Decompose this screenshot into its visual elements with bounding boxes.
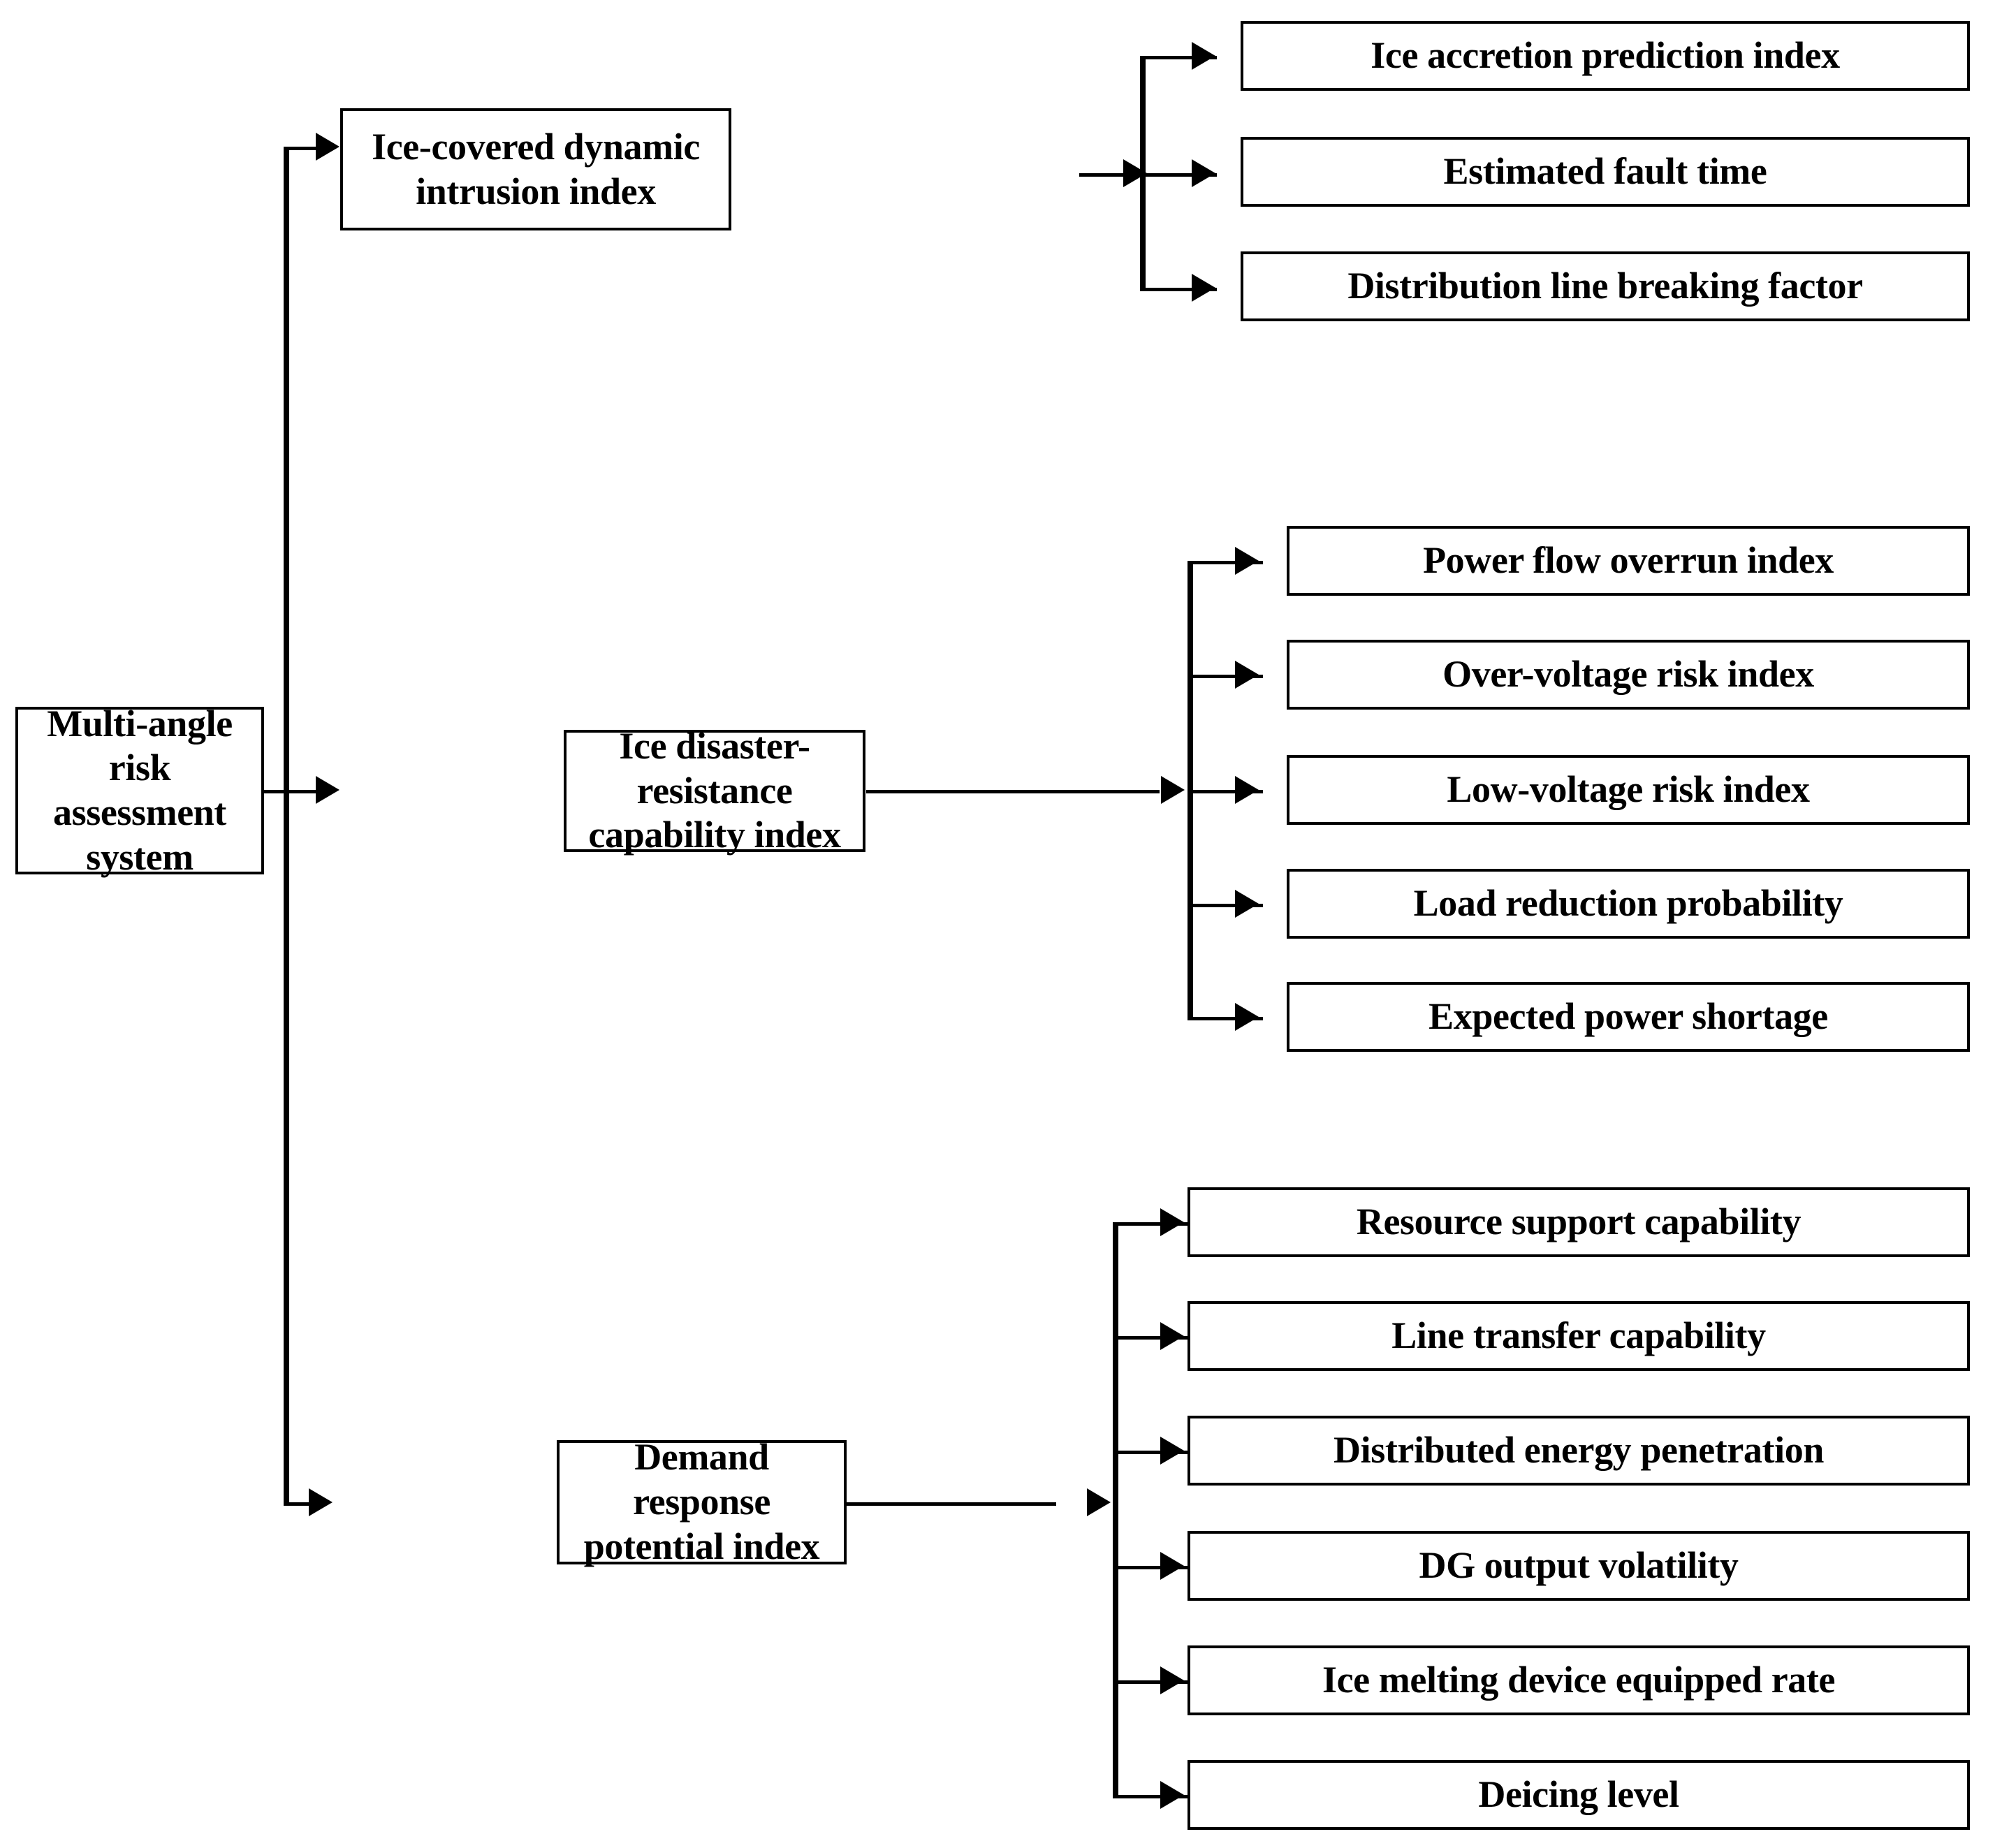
connector-branch-3-leaf-5: [1113, 1680, 1188, 1684]
connector-branch-1-leaf-2: [1140, 173, 1217, 177]
connector-branch-2-bus: [1188, 561, 1193, 1018]
node-root-label: Multi-angle risk assessment system: [47, 702, 233, 878]
node-b3-leaf-3-label: Distributed energy penetration: [1333, 1429, 1824, 1472]
connector-branch-3-leaf-4: [1113, 1566, 1188, 1569]
node-b3-leaf-1-label: Resource support capability: [1356, 1201, 1802, 1243]
connector-branch-1-stem: [1079, 173, 1156, 177]
node-b2-leaf-4-label: Load reduction probability: [1413, 882, 1843, 925]
connector-branch-3-bus: [1113, 1222, 1118, 1798]
node-b3-leaf-4-label: DG output volatility: [1419, 1544, 1739, 1587]
connector-branch-3-leaf-3: [1113, 1451, 1188, 1454]
node-b1-leaf-2-label: Estimated fault time: [1443, 150, 1767, 193]
arrowhead-branch-1: [316, 133, 339, 161]
connector-main-trunk: [284, 148, 289, 1506]
node-branch-3[interactable]: Demand response potential index: [557, 1436, 847, 1567]
node-b3-leaf-1[interactable]: Resource support capability: [1188, 1187, 1970, 1257]
node-b1-leaf-2[interactable]: Estimated fault time: [1241, 137, 1970, 207]
arrowhead-b3-leaf-2: [1160, 1322, 1184, 1350]
node-b2-leaf-1[interactable]: Power flow overrun index: [1287, 526, 1970, 596]
node-b1-leaf-1[interactable]: Ice accretion prediction index: [1241, 21, 1970, 91]
arrowhead-branch-3: [309, 1488, 332, 1516]
node-root[interactable]: Multi-angle risk assessment system: [15, 703, 264, 878]
connector-trunk-to-branch-2: [284, 790, 327, 793]
node-b2-leaf-1-label: Power flow overrun index: [1423, 539, 1834, 582]
arrowhead-branch-3-hub: [1087, 1488, 1111, 1516]
node-b1-leaf-3[interactable]: Distribution line breaking factor: [1241, 251, 1970, 321]
arrowhead-b3-leaf-4: [1160, 1552, 1184, 1580]
node-b1-leaf-1-label: Ice accretion prediction index: [1371, 34, 1840, 77]
node-b3-leaf-2-label: Line transfer capability: [1391, 1314, 1766, 1357]
node-b3-leaf-6[interactable]: Deicing level: [1188, 1760, 1970, 1830]
node-branch-1[interactable]: Ice-covered dynamic intrusion index: [340, 108, 731, 230]
arrowhead-b3-leaf-1: [1160, 1208, 1184, 1236]
node-b2-leaf-2[interactable]: Over-voltage risk index: [1287, 640, 1970, 710]
connector-branch-2-leaf-1: [1188, 561, 1263, 564]
node-branch-1-label: Ice-covered dynamic intrusion index: [372, 125, 700, 212]
arrowhead-b1-leaf-2: [1192, 159, 1215, 187]
node-branch-2[interactable]: Ice disaster-resistance capability index: [564, 725, 865, 856]
node-b1-leaf-3-label: Distribution line breaking factor: [1347, 265, 1863, 307]
node-b3-leaf-2[interactable]: Line transfer capability: [1188, 1301, 1970, 1371]
arrowhead-b2-leaf-3: [1235, 776, 1259, 804]
node-b2-leaf-5-label: Expected power shortage: [1428, 995, 1828, 1038]
connector-trunk-to-branch-3: [284, 1502, 320, 1506]
arrowhead-b2-leaf-5: [1235, 1003, 1259, 1031]
connector-branch-3-leaf-6: [1113, 1795, 1188, 1798]
connector-branch-2-leaf-3: [1188, 790, 1263, 793]
arrowhead-b3-leaf-6: [1160, 1781, 1184, 1809]
node-b3-leaf-4[interactable]: DG output volatility: [1188, 1531, 1970, 1601]
node-branch-3-label: Demand response potential index: [583, 1436, 820, 1567]
node-b2-leaf-2-label: Over-voltage risk index: [1442, 653, 1814, 696]
node-b3-leaf-5[interactable]: Ice melting device equipped rate: [1188, 1645, 1970, 1715]
arrowhead-b2-leaf-1: [1235, 547, 1259, 575]
node-b3-leaf-5-label: Ice melting device equipped rate: [1322, 1659, 1836, 1701]
node-b3-leaf-3[interactable]: Distributed energy penetration: [1188, 1416, 1970, 1486]
node-b3-leaf-6-label: Deicing level: [1478, 1773, 1679, 1816]
arrowhead-branch-2: [316, 776, 339, 804]
arrowhead-b2-leaf-4: [1235, 890, 1259, 918]
connector-branch-2-leaf-4: [1188, 904, 1263, 907]
node-b2-leaf-3[interactable]: Low-voltage risk index: [1287, 755, 1970, 825]
connector-branch-2-leaf-2: [1188, 675, 1263, 678]
connector-root-to-trunk: [264, 790, 288, 793]
node-branch-2-label: Ice disaster-resistance capability index: [588, 724, 841, 856]
connector-branch-3-stem: [847, 1502, 1056, 1506]
arrowhead-b3-leaf-5: [1160, 1666, 1184, 1694]
connector-trunk-to-branch-1: [284, 147, 327, 150]
arrowhead-b1-leaf-3: [1192, 274, 1215, 302]
connector-branch-1-leaf-1: [1140, 56, 1217, 59]
connector-branch-2-leaf-5: [1188, 1017, 1263, 1020]
node-b2-leaf-3-label: Low-voltage risk index: [1447, 768, 1810, 811]
node-b2-leaf-4[interactable]: Load reduction probability: [1287, 869, 1970, 939]
arrowhead-branch-2-hub: [1161, 776, 1185, 804]
arrowhead-b2-leaf-2: [1235, 661, 1259, 689]
arrowhead-b3-leaf-3: [1160, 1437, 1184, 1465]
connector-branch-2-stem: [866, 790, 1160, 793]
connector-branch-3-leaf-2: [1113, 1336, 1188, 1340]
node-b2-leaf-5[interactable]: Expected power shortage: [1287, 982, 1970, 1052]
arrowhead-b1-leaf-1: [1192, 42, 1215, 70]
connector-branch-1-leaf-3: [1140, 288, 1217, 291]
connector-branch-3-leaf-1: [1113, 1222, 1188, 1226]
